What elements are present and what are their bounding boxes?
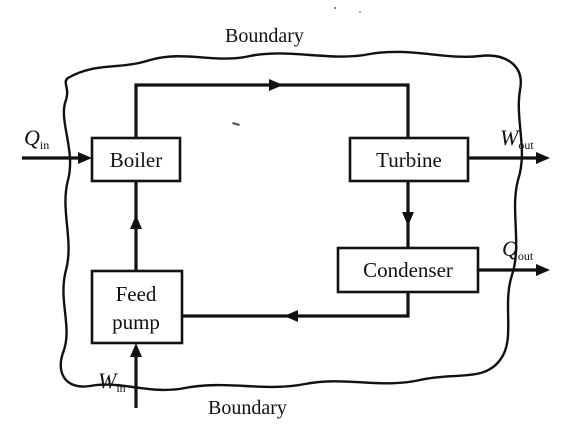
q-out-arrowhead — [536, 264, 550, 276]
arrowhead-condenser-to-pump — [284, 310, 298, 322]
scan-speck — [359, 11, 361, 13]
flow-condenser-to-pump — [180, 290, 410, 318]
w-in-arrowhead — [130, 343, 142, 357]
feed-pump-label-line1: Feed — [116, 282, 157, 306]
q-in-label: Qin — [24, 125, 49, 152]
boiler-box — [90, 136, 182, 183]
boundary-label-bottom: Boundary — [208, 397, 287, 419]
boiler-label: Boiler — [110, 148, 163, 172]
arrowhead-pump-to-boiler — [130, 215, 142, 229]
w-in-label: Win — [98, 368, 126, 395]
condenser-label: Condenser — [363, 258, 453, 282]
arrowhead-turbine-to-condenser — [402, 212, 414, 226]
boundary-label-top: Boundary — [225, 25, 304, 47]
flow-boiler-to-turbine — [134, 83, 410, 140]
q-in-arrowhead — [78, 152, 92, 164]
scan-speck — [232, 122, 240, 126]
w-out-arrowhead — [536, 152, 550, 164]
feed-pump-label-line2: pump — [112, 310, 160, 334]
w-out-label: Wout — [500, 125, 534, 152]
condenser-box — [336, 246, 480, 294]
q-out-label: Qout — [502, 236, 534, 263]
feed-pump-box — [90, 269, 184, 345]
system-boundary — [59, 50, 524, 392]
arrowhead-top-flow — [269, 79, 283, 91]
turbine-box — [348, 136, 470, 183]
turbine-label: Turbine — [376, 148, 442, 172]
scan-speck — [334, 7, 336, 9]
